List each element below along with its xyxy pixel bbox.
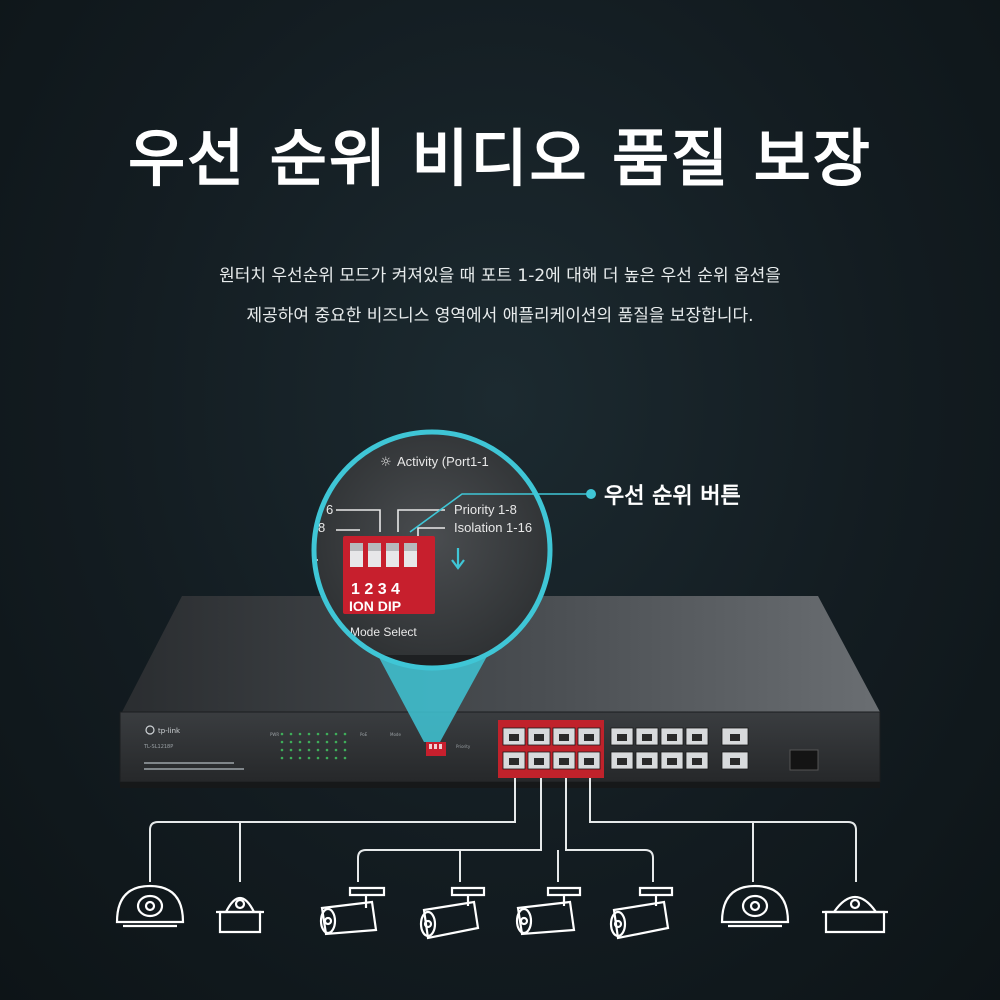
ethernet-ports [502, 727, 749, 770]
model-label: TL-SL1218P [143, 744, 173, 750]
description: 원터치 우선순위 모드가 켜져있을 때 포트 1-2에 대해 더 높은 우선 순… [0, 256, 1000, 336]
priority-label: Priority 1-8 [454, 502, 517, 517]
switch-top [122, 596, 880, 712]
svg-text:Priority: Priority [456, 744, 471, 749]
brand-label: tp-link [158, 727, 181, 735]
mode-select-label: Mode Select [350, 625, 417, 639]
dome-camera-icon [720, 884, 790, 928]
svg-text:PoE: PoE [360, 732, 368, 737]
priority-button-label: 우선 순위 버튼 [604, 484, 741, 509]
bullet-camera-icon [419, 886, 486, 940]
dip-numbers: 1 2 3 4 [351, 581, 400, 598]
dip-on-label: ION DIP [349, 598, 401, 614]
dome-camera-icon [115, 884, 185, 928]
page-title: 우선 순위 비디오 품질 보장 [128, 122, 872, 195]
poe-switch: tp-link TL-SL1218P PWR PoE Mode Priority [119, 596, 881, 788]
activity-sun-icon: ☼ [380, 455, 392, 470]
led-panel [280, 732, 347, 760]
bullet-camera-icon [609, 886, 674, 940]
callout-line [409, 493, 589, 533]
isolation-label: Isolation 1-16 [454, 520, 532, 535]
arrow-down-icon [451, 548, 465, 570]
svg-text:Mode: Mode [390, 732, 401, 737]
svg-text:PWR: PWR [270, 732, 279, 737]
camera-cabling [149, 778, 857, 882]
description-line-1: 원터치 우선순위 모드가 켜져있을 때 포트 1-2에 대해 더 높은 우선 순… [219, 266, 781, 286]
activity-label: Activity (Port1-1 [397, 454, 489, 469]
bullet-camera-icon [319, 886, 386, 936]
callout-dot-icon [586, 489, 596, 499]
svg-text:8: 8 [318, 520, 325, 535]
zoom-ring [311, 429, 553, 671]
description-line-2: 제공하여 중요한 비즈니스 영역에서 애플리케이션의 품질을 보장합니다. [246, 306, 754, 326]
tp-link-logo-icon [145, 725, 155, 735]
dome-camera-icon [216, 896, 264, 934]
priority-dip-switch[interactable]: 1 2 3 4 ION DIP [343, 536, 435, 614]
bullet-camera-icon [515, 886, 582, 936]
dome-camera-icon [822, 895, 888, 934]
sfp-port [789, 749, 819, 771]
svg-text:6: 6 [326, 502, 333, 517]
switch-base [120, 782, 880, 788]
